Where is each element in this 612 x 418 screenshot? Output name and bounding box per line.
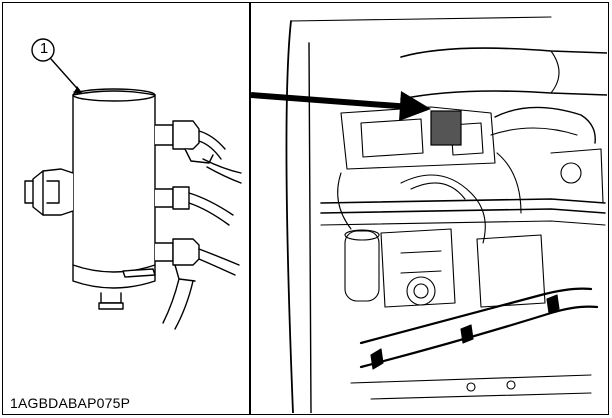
figure-reference-code: 1AGBDABAP075P <box>10 395 131 411</box>
location-arrow <box>251 91 431 121</box>
engine-compartment-illustration <box>251 16 607 413</box>
filter-detail-panel <box>3 3 248 413</box>
fuel-filter-illustration <box>24 38 242 330</box>
filter-location-marker <box>430 110 462 146</box>
mounting-bracket <box>32 168 74 216</box>
callout-circle <box>31 38 55 62</box>
callout-number: 1 <box>39 40 49 57</box>
engine-location-panel <box>251 3 607 413</box>
figure-frame <box>2 2 609 415</box>
filter-canister <box>72 90 156 289</box>
panel-divider <box>249 2 251 415</box>
